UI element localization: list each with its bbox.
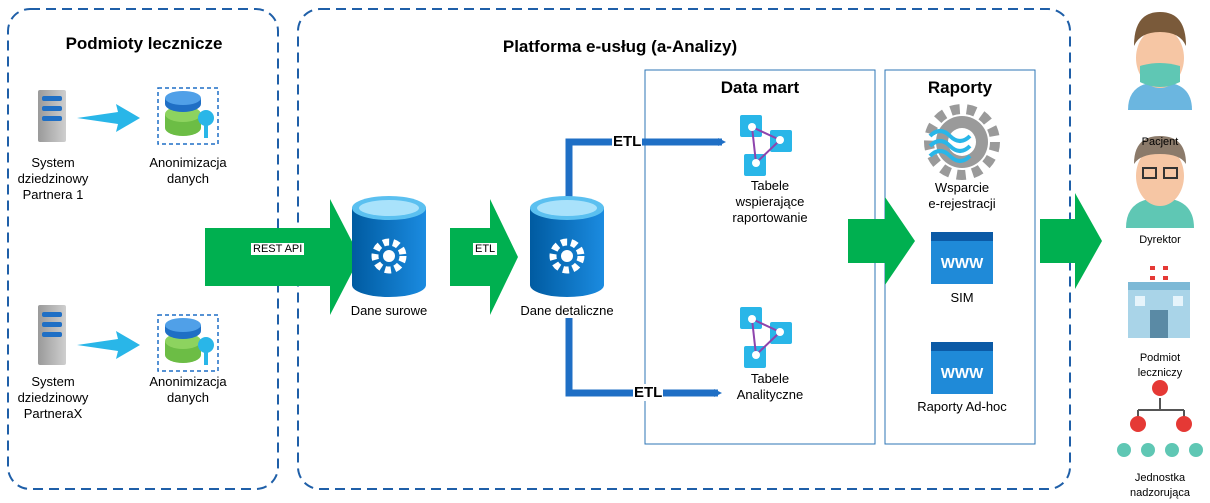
supervisor-label: Jednostka nadzorująca xyxy=(1130,472,1190,499)
www-text: WWW xyxy=(941,255,984,272)
source-arrow-2 xyxy=(77,331,140,359)
detailed-data-label: Dane detaliczne xyxy=(520,303,614,318)
anonymization-label: Anonimizacja danych xyxy=(149,155,227,186)
source-arrow-1 xyxy=(77,104,140,132)
rest-api-arrow xyxy=(205,199,360,315)
analytic-tables-label: Tabele Analityczne xyxy=(736,371,804,402)
table-network-icon xyxy=(740,115,792,176)
server-icon xyxy=(38,305,66,365)
rest-api-label: REST API xyxy=(251,243,305,255)
facility-label: Podmiot leczniczy xyxy=(1137,352,1183,379)
raw-data-label: Dane surowe xyxy=(350,303,428,318)
patient-label: Pacjent xyxy=(1141,136,1179,148)
mart-to-reports-arrow xyxy=(848,197,915,285)
org-chart-icon xyxy=(1117,380,1203,457)
www-icon xyxy=(931,232,993,284)
adhoc-reports-label: Raporty Ad-hoc xyxy=(917,399,1007,414)
data-mart-title: Data mart xyxy=(720,78,800,97)
reporting-tables-label: Tabele wspierające raportowanie xyxy=(732,178,808,225)
reports-to-users-arrow xyxy=(1040,193,1102,289)
etl-bottom-line xyxy=(565,318,722,397)
database-icon xyxy=(352,196,426,297)
anonymization-label: Anonimizacja danych xyxy=(149,374,227,405)
www-text: WWW xyxy=(941,365,984,382)
podmioty-title: Podmioty lecznicze xyxy=(65,34,223,53)
database-icon xyxy=(530,196,604,297)
platforma-title: Platforma e-usług (a-Analizy) xyxy=(502,37,738,56)
etl-label-bottom: ETL xyxy=(633,384,664,401)
etl-label-small: ETL xyxy=(473,243,498,255)
source-system-label: System dziedzinowy PartneraX xyxy=(17,374,89,421)
table-network-icon xyxy=(740,307,792,368)
e-registration-label: Wsparcie e-rejestracji xyxy=(928,180,996,211)
source-system-label: System dziedzinowy Partnera 1 xyxy=(17,155,89,202)
www-icon xyxy=(931,342,993,394)
patient-avatar-icon xyxy=(1128,12,1192,110)
etl-label-top: ETL xyxy=(612,133,643,150)
etl-green-arrow xyxy=(450,199,518,315)
server-icon xyxy=(38,90,66,142)
podmioty-container xyxy=(7,8,279,490)
etl-top-line xyxy=(565,138,726,200)
doctor-avatar-icon xyxy=(1126,136,1194,228)
hospital-icon xyxy=(1128,266,1190,338)
sim-label: SIM xyxy=(950,290,974,305)
director-label: Dyrektor xyxy=(1139,234,1181,246)
anonymization-icon xyxy=(157,314,219,372)
raporty-title: Raporty xyxy=(927,78,993,97)
anonymization-icon xyxy=(157,87,219,145)
gear-wave-icon xyxy=(924,104,1000,180)
